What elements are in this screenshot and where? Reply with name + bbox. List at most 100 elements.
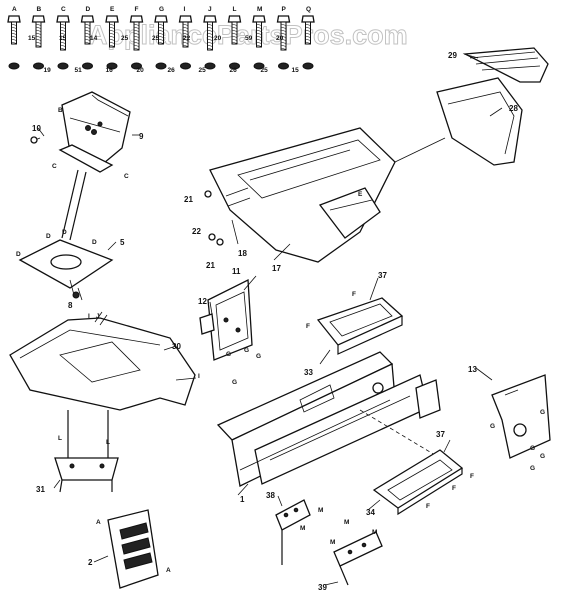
nut-icon bbox=[33, 62, 44, 70]
bolt-thread bbox=[231, 41, 238, 44]
bolt-thread bbox=[35, 41, 42, 44]
nut-icon bbox=[8, 62, 20, 70]
tag-m4: M bbox=[330, 539, 335, 546]
nut-icon bbox=[106, 62, 118, 70]
leader-lines bbox=[37, 53, 503, 586]
grille-bumper bbox=[436, 47, 549, 166]
bolt-head bbox=[227, 15, 242, 23]
bolt-head bbox=[154, 15, 168, 23]
hardware-number: 20 bbox=[276, 35, 284, 42]
hardware-number: 51 bbox=[75, 67, 83, 74]
tag-d2: D bbox=[62, 229, 67, 236]
nut-icon bbox=[131, 62, 142, 70]
callout-12: 12 bbox=[198, 297, 207, 306]
bolt-thread bbox=[207, 41, 213, 44]
tag-f4: F bbox=[452, 485, 456, 492]
footrest bbox=[372, 449, 464, 516]
bolt-thread bbox=[280, 38, 287, 41]
seat-support bbox=[54, 410, 119, 493]
bolt-a: A bbox=[7, 6, 21, 70]
bolt-thread bbox=[109, 41, 115, 44]
bolt-letter-a: A bbox=[12, 6, 17, 13]
hardware-number: 20 bbox=[137, 67, 145, 74]
bolt-thread bbox=[182, 29, 189, 32]
bolt-letter-f: F bbox=[135, 6, 139, 13]
bolt-thread bbox=[207, 23, 213, 26]
side-panel bbox=[107, 509, 159, 589]
tag-g8: G bbox=[540, 453, 545, 460]
brackets-11-12 bbox=[199, 278, 253, 361]
tag-c2: C bbox=[124, 173, 129, 180]
tag-d3: D bbox=[92, 239, 97, 246]
bolt-q: Q bbox=[301, 6, 315, 70]
tag-g3: G bbox=[256, 353, 261, 360]
bolt-thread bbox=[60, 35, 66, 38]
hardware-number: 59 bbox=[245, 35, 253, 42]
bolt-thread bbox=[60, 32, 66, 35]
hardware-number: 14 bbox=[90, 35, 98, 42]
tag-i2: I bbox=[198, 373, 200, 380]
tag-i1: I bbox=[88, 313, 90, 320]
bolt-thread bbox=[305, 32, 311, 35]
bolt-thread bbox=[35, 35, 42, 38]
callout-28: 28 bbox=[509, 104, 518, 113]
bolt-thread bbox=[280, 32, 287, 35]
bolt-thread bbox=[158, 26, 164, 29]
bolt-c: C bbox=[56, 6, 70, 70]
bolt-thread bbox=[133, 35, 140, 38]
callout-2: 2 bbox=[88, 558, 93, 567]
bolt-thread bbox=[280, 26, 287, 29]
tag-m1: M bbox=[318, 507, 323, 514]
bolt-thread bbox=[182, 26, 189, 29]
callout-9: 9 bbox=[139, 132, 144, 141]
tag-f5: F bbox=[426, 503, 430, 510]
bolt-i: I bbox=[178, 6, 193, 70]
bolt-thread bbox=[305, 35, 311, 38]
bolt-thread bbox=[207, 29, 213, 32]
bolt-head bbox=[129, 15, 144, 23]
bolt-thread bbox=[182, 32, 189, 35]
bolt-thread bbox=[84, 35, 91, 38]
bolt-thread bbox=[109, 38, 115, 41]
tag-g9: G bbox=[530, 465, 535, 472]
nut-icon bbox=[302, 62, 314, 70]
bolt-thread bbox=[84, 23, 91, 26]
bolt-thread bbox=[182, 38, 189, 41]
bolt-head bbox=[7, 15, 21, 23]
tag-a1: A bbox=[96, 519, 101, 526]
bolt-thread bbox=[133, 44, 140, 47]
bolt-head bbox=[301, 15, 315, 23]
bolt-f: F bbox=[129, 6, 144, 70]
tag-e: E bbox=[358, 191, 363, 198]
battery-tray bbox=[316, 297, 404, 355]
tag-l1: L bbox=[58, 435, 62, 442]
hardware-number: 19 bbox=[44, 67, 52, 74]
bolt-thread bbox=[60, 29, 66, 32]
bolt-thread bbox=[207, 35, 213, 38]
tag-g2: G bbox=[244, 347, 249, 354]
bolt-thread bbox=[60, 23, 66, 26]
bolt-thread bbox=[109, 29, 115, 32]
hardware-number: 26 bbox=[168, 67, 176, 74]
bolt-thread bbox=[11, 38, 17, 41]
bolt-head bbox=[276, 15, 291, 23]
bolt-thread bbox=[305, 38, 311, 41]
rear-fender bbox=[9, 311, 197, 411]
bolt-l: L bbox=[227, 6, 242, 70]
callout-34: 34 bbox=[366, 508, 375, 517]
nut-icon bbox=[57, 62, 69, 70]
bolt-thread bbox=[305, 26, 311, 29]
callout-22: 22 bbox=[192, 227, 201, 236]
callout-13: 13 bbox=[468, 365, 477, 374]
bolt-thread bbox=[133, 47, 140, 50]
bolt-p: P bbox=[276, 6, 291, 70]
bolt-thread bbox=[60, 38, 66, 41]
nut-icon bbox=[155, 62, 167, 70]
callout-21b: 21 bbox=[206, 261, 215, 270]
callout-37a: 37 bbox=[378, 271, 387, 280]
bolt-thread bbox=[231, 23, 238, 26]
bolt-letter-g: G bbox=[159, 6, 164, 13]
bolt-thread bbox=[182, 35, 189, 38]
